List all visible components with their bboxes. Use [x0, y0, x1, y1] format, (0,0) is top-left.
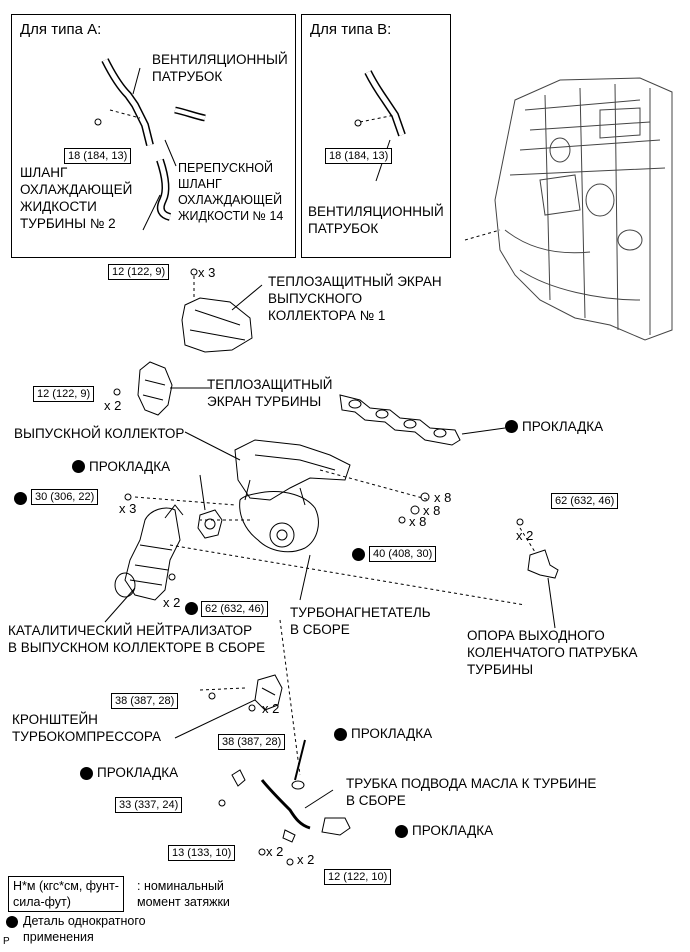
mult-oil-pipe-flange: x 2	[297, 852, 315, 867]
legend-single-use-text: Деталь однократного применения	[23, 914, 146, 944]
label-oil-pipe: ТРУБКА ПОДВОДА МАСЛА К ТУРБИНЕ В СБОРЕ	[346, 776, 597, 808]
torque-oil-pipe-flange: 12 (122, 10)	[324, 869, 392, 885]
label-gasket-oil-upper: ПРОКЛАДКА	[351, 726, 433, 741]
mult-oil-pipe-bolt: x 2	[266, 844, 284, 859]
panel-a-title: Для типа А:	[20, 21, 102, 38]
label-outlet-support: ОПОРА ВЫХОДНОГО КОЛЕНЧАТОГО ПАТРУБКА ТУР…	[467, 628, 638, 677]
torque-oil-pipe-bolt: 13 (133, 10)	[168, 845, 236, 861]
mult-bracket: x 2	[262, 701, 280, 716]
turbine-shield-drawing	[113, 361, 173, 416]
label-turbocharger: ТУРБОНАГНЕТАТЕЛЬ В СБОРЕ	[290, 605, 431, 637]
panel-a-vent-hose-label: ВЕНТИЛЯЦИОННЫЙ ПАТРУБОК	[152, 52, 288, 84]
torque-oil-union: 33 (337, 24)	[115, 797, 183, 813]
fasteners-drawing	[124, 492, 524, 866]
label-gasket-manifold: ПРОКЛАДКА	[522, 419, 604, 434]
mult-heat-shield-1: x 3	[198, 265, 216, 280]
panel-a-hoses	[94, 58, 206, 221]
label-gasket-oil-left: ПРОКЛАДКА	[97, 765, 179, 780]
label-turbine-shield: ТЕПЛОЗАЩИТНЫЙ ЭКРАН ТУРБИНЫ	[207, 377, 333, 409]
mult-nut-c: x 8	[409, 514, 427, 529]
leader-lines	[104, 67, 556, 809]
turbo-gasket-drawing	[197, 474, 223, 539]
panel-b-vent-hose-label: ВЕНТИЛЯЦИОННЫЙ ПАТРУБОК	[308, 204, 444, 236]
panel-type-b	[301, 14, 451, 258]
panel-b-hose	[354, 70, 406, 137]
torque-manifold-nut: 40 (408, 30)	[369, 546, 437, 562]
catalytic-converter-drawing	[114, 504, 184, 601]
single-use-marker-gasket-5	[395, 825, 408, 838]
single-use-marker-gasket-4	[80, 767, 93, 780]
single-use-marker-gasket-3	[334, 728, 347, 741]
mult-catalytic-nut: x 3	[119, 501, 137, 516]
mult-turbine-shield: x 2	[104, 398, 122, 413]
torque-heat-shield-1: 12 (122, 9)	[108, 264, 170, 280]
label-gasket-turbo: ПРОКЛАДКА	[89, 459, 171, 474]
torque-turbine-shield: 12 (122, 9)	[33, 386, 95, 402]
panel-a-bypass-hose-label: ПЕРЕПУСКНОЙ ШЛАНГ ОХЛАЖДАЮЩЕЙ ЖИДКОСТИ №…	[178, 161, 284, 223]
panel-b-torque: 18 (184, 13)	[325, 148, 393, 164]
panel-b-title: Для типа В:	[310, 21, 392, 38]
engine-block-drawing	[494, 77, 673, 341]
torque-bracket-lower: 38 (387, 28)	[218, 734, 286, 750]
legend-unit-box: Н*м (кгс*см, фунт- сила-фут)	[8, 876, 124, 912]
label-gasket-oil-right: ПРОКЛАДКА	[412, 823, 494, 838]
single-use-marker-nut-30	[14, 492, 27, 505]
torque-catalytic-bolt: 62 (632, 46)	[201, 601, 269, 617]
label-exhaust-manifold: ВЫПУСКНОЙ КОЛЛЕКТОР	[14, 426, 185, 441]
mult-catalytic-bolt: x 2	[163, 595, 181, 610]
heat-shield-1-drawing	[181, 268, 253, 353]
panel-a-turbo-hose-label: ШЛАНГ ОХЛАЖДАЮЩЕЙ ЖИДКОСТИ ТУРБИНЫ № 2	[20, 165, 133, 231]
mult-nut-b: x 8	[423, 503, 441, 518]
torque-catalytic-nut: 30 (306, 22)	[31, 489, 99, 505]
legend-unit-desc: : номинальный момент затяжки	[137, 879, 230, 909]
manifold-turbo-drawing	[200, 439, 431, 553]
outlet-support-drawing	[169, 527, 559, 606]
torque-bracket-upper: 38 (387, 28)	[111, 693, 179, 709]
panel-type-a	[11, 14, 296, 258]
single-use-marker-gasket-2	[72, 460, 85, 473]
label-catalytic-converter: КАТАЛИТИЧЕСКИЙ НЕЙТРАЛИЗАТОР В ВЫПУСКНОМ…	[8, 623, 266, 655]
diagram-code: P	[3, 936, 10, 947]
mult-nut-a: x 8	[434, 490, 452, 505]
panel-a-torque: 18 (184, 13)	[64, 148, 132, 164]
oil-pipe-drawing	[231, 739, 351, 843]
torque-outlet-support: 62 (632, 46)	[551, 493, 619, 509]
legend-single-use-marker	[6, 916, 18, 928]
label-heat-shield-1: ТЕПЛОЗАЩИТНЫЙ ЭКРАН ВЫПУСКНОГО КОЛЛЕКТОР…	[268, 274, 442, 323]
single-use-marker-gasket-1	[505, 420, 518, 433]
mult-outlet-support: x 2	[516, 528, 534, 543]
label-turbo-bracket: КРОНШТЕЙН ТУРБОКОМПРЕССОРА	[12, 712, 162, 744]
single-use-marker-nut-40	[352, 548, 365, 561]
single-use-marker-bolt-62	[185, 602, 198, 615]
manifold-gasket-drawing	[339, 394, 506, 446]
